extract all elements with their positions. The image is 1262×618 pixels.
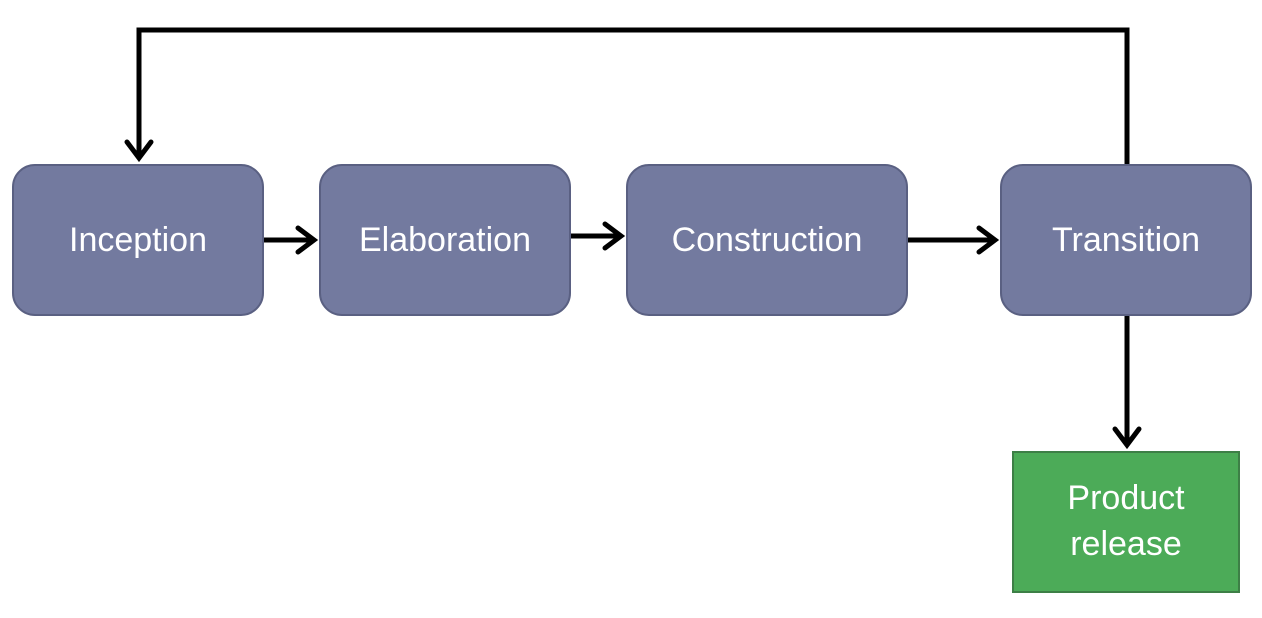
feedback-loop-arrowhead bbox=[124, 139, 154, 163]
node-inception-label: Inception bbox=[69, 221, 207, 259]
node-transition[interactable]: Transition bbox=[1000, 164, 1252, 316]
node-construction[interactable]: Construction bbox=[626, 164, 908, 316]
node-product-release-label-line2: release bbox=[1070, 525, 1182, 563]
transition-to-release-arrow bbox=[1112, 315, 1142, 450]
node-elaboration-label: Elaboration bbox=[359, 221, 531, 259]
node-inception[interactable]: Inception bbox=[12, 164, 264, 316]
node-construction-label: Construction bbox=[672, 221, 863, 259]
elaboration-to-construction-arrow bbox=[571, 221, 626, 251]
node-transition-label: Transition bbox=[1052, 221, 1200, 259]
node-product-release-label-line1: Product bbox=[1067, 479, 1185, 517]
feedback-loop-connector bbox=[124, 27, 1130, 165]
construction-to-transition-arrow bbox=[908, 225, 1000, 255]
node-elaboration[interactable]: Elaboration bbox=[319, 164, 571, 316]
node-product-release[interactable]: Product release bbox=[1012, 451, 1240, 593]
inception-to-elaboration-arrow bbox=[264, 225, 319, 255]
